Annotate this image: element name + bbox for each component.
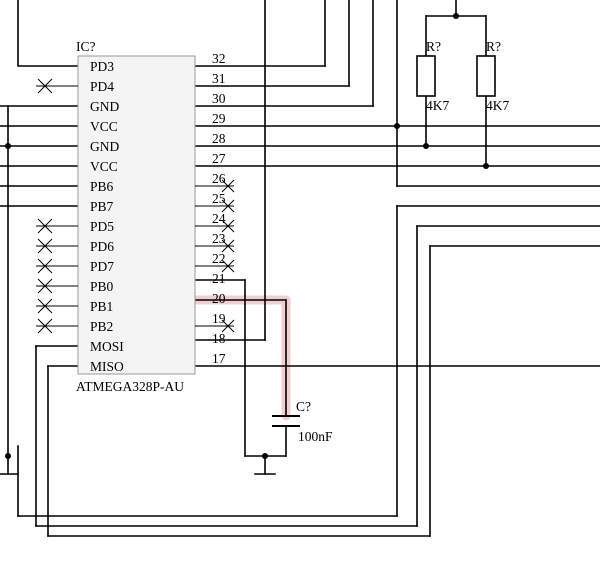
ic-pin-gnd[interactable]: GND <box>90 99 119 114</box>
ic-pin-19[interactable]: 19 <box>195 311 235 333</box>
ic-body[interactable] <box>77 55 196 375</box>
capacitor[interactable]: C? 100nF <box>272 399 333 444</box>
ic-designator: IC? <box>76 39 96 54</box>
ic-pin-23[interactable]: 23 <box>195 231 235 253</box>
no-connect-icon <box>37 298 53 314</box>
resistor-2-designator: R? <box>486 39 501 54</box>
ic-right-pins: 32 31 30 29 28 27 26 25 24 23 22 21 20 19 18 17 <box>195 51 235 366</box>
ic-pin-pb1[interactable]: PB1 <box>36 298 113 314</box>
capacitor-value: 100nF <box>298 429 333 444</box>
ic-pin-label: PB6 <box>90 179 114 194</box>
ic-pin-number: 22 <box>212 251 226 266</box>
ic-pin-number: 19 <box>212 311 226 326</box>
ic-pin-pb7[interactable]: PB7 <box>90 199 114 214</box>
ic-pin-31[interactable]: 31 <box>212 71 226 86</box>
ic-pin-label: PB7 <box>90 199 114 214</box>
ic-pin-number: 20 <box>212 291 226 306</box>
ic-pin-number: 24 <box>212 211 226 226</box>
no-connect-icon <box>221 219 235 233</box>
ic-pin-label: PD3 <box>90 59 114 74</box>
ic-pin-29[interactable]: 29 <box>212 111 226 126</box>
ic-pin-20[interactable]: 20 <box>212 291 226 306</box>
ic-pin-32[interactable]: 32 <box>212 51 226 66</box>
ic-pin-mosi[interactable]: MOSI <box>90 339 124 354</box>
ic-pin-pd7[interactable]: PD7 <box>36 258 114 274</box>
ic-pin-number: 27 <box>212 151 226 166</box>
ic-pin-label: GND <box>90 139 119 154</box>
ic-pin-pd6[interactable]: PD6 <box>36 238 114 254</box>
ic-pin-30[interactable]: 30 <box>212 91 226 106</box>
ic-pin-label: MOSI <box>90 339 124 354</box>
no-connect-icon <box>221 259 235 273</box>
ic-pin-label: PB0 <box>90 279 114 294</box>
ic-pin-21[interactable]: 21 <box>212 271 226 286</box>
wires <box>0 0 600 537</box>
ic-pin-gnd[interactable]: GND <box>90 139 119 154</box>
ic-pin-label: PD6 <box>90 239 114 254</box>
ic-pin-number: 26 <box>212 171 226 186</box>
ic-pin-vcc[interactable]: VCC <box>90 119 118 134</box>
no-connect-icon <box>221 179 235 193</box>
ic-pin-28[interactable]: 28 <box>212 131 226 146</box>
ic-part-name: ATMEGA328P-AU <box>76 379 184 394</box>
resistor-2[interactable]: R? 4K7 <box>476 39 509 113</box>
ic-pin-pb2[interactable]: PB2 <box>36 318 113 334</box>
ic-pin-miso[interactable]: MISO <box>90 359 124 374</box>
ic-pin-number: 28 <box>212 131 226 146</box>
ic-pin-number: 18 <box>212 331 226 346</box>
resistor-1-value: 4K7 <box>426 98 449 113</box>
no-connect-icon <box>37 258 53 274</box>
ic-pin-label: VCC <box>90 119 118 134</box>
ic-pin-pd3[interactable]: PD3 <box>90 59 114 74</box>
no-connect-icon <box>221 319 235 333</box>
ic-pin-number: 30 <box>212 91 226 106</box>
ic-pin-number: 25 <box>212 191 226 206</box>
no-connect-icon <box>37 218 53 234</box>
selected-net-highlight <box>181 295 291 421</box>
ic-pin-25[interactable]: 25 <box>195 191 235 213</box>
ic-pin-27[interactable]: 27 <box>212 151 226 166</box>
ic-pin-number: 21 <box>212 271 226 286</box>
ic-pin-pd4[interactable]: PD4 <box>36 78 114 94</box>
no-connect-icon <box>221 239 235 253</box>
resistor-2-value: 4K7 <box>486 98 509 113</box>
ic-pin-number: 31 <box>212 71 226 86</box>
no-connect-icon <box>37 318 53 334</box>
ic-pin-label: VCC <box>90 159 118 174</box>
ic-pin-number: 23 <box>212 231 226 246</box>
ic-pin-label: GND <box>90 99 119 114</box>
ic-pin-label: PB1 <box>90 299 113 314</box>
ic-pin-number: 29 <box>212 111 226 126</box>
no-connect-icon <box>37 278 53 294</box>
no-connect-icon <box>221 199 235 213</box>
ic-pin-vcc[interactable]: VCC <box>90 159 118 174</box>
no-connect-icon <box>37 238 53 254</box>
ic-pin-label: PD4 <box>90 79 114 94</box>
ic-pin-pd5[interactable]: PD5 <box>36 218 114 234</box>
ic-pin-number: 32 <box>212 51 226 66</box>
ic-pin-label: PD5 <box>90 219 114 234</box>
junctions <box>5 13 489 459</box>
resistor-1-designator: R? <box>426 39 441 54</box>
ic-pin-label: PB2 <box>90 319 113 334</box>
ic-pin-label: PD7 <box>90 259 114 274</box>
ic-pin-24[interactable]: 24 <box>195 211 235 233</box>
ic-pin-label: MISO <box>90 359 124 374</box>
ic-pin-17[interactable]: 17 <box>212 351 226 366</box>
ic-pin-pb0[interactable]: PB0 <box>36 278 114 294</box>
ic-pin-pb6[interactable]: PB6 <box>90 179 114 194</box>
ic-pin-number: 17 <box>212 351 226 366</box>
resistor-1[interactable]: R? 4K7 <box>416 39 449 113</box>
capacitor-designator: C? <box>296 399 311 414</box>
ic-pin-26[interactable]: 26 <box>195 171 235 193</box>
no-connect-icon <box>37 78 53 94</box>
ic-pin-18[interactable]: 18 <box>212 331 226 346</box>
ic-pin-22[interactable]: 22 <box>195 251 235 273</box>
